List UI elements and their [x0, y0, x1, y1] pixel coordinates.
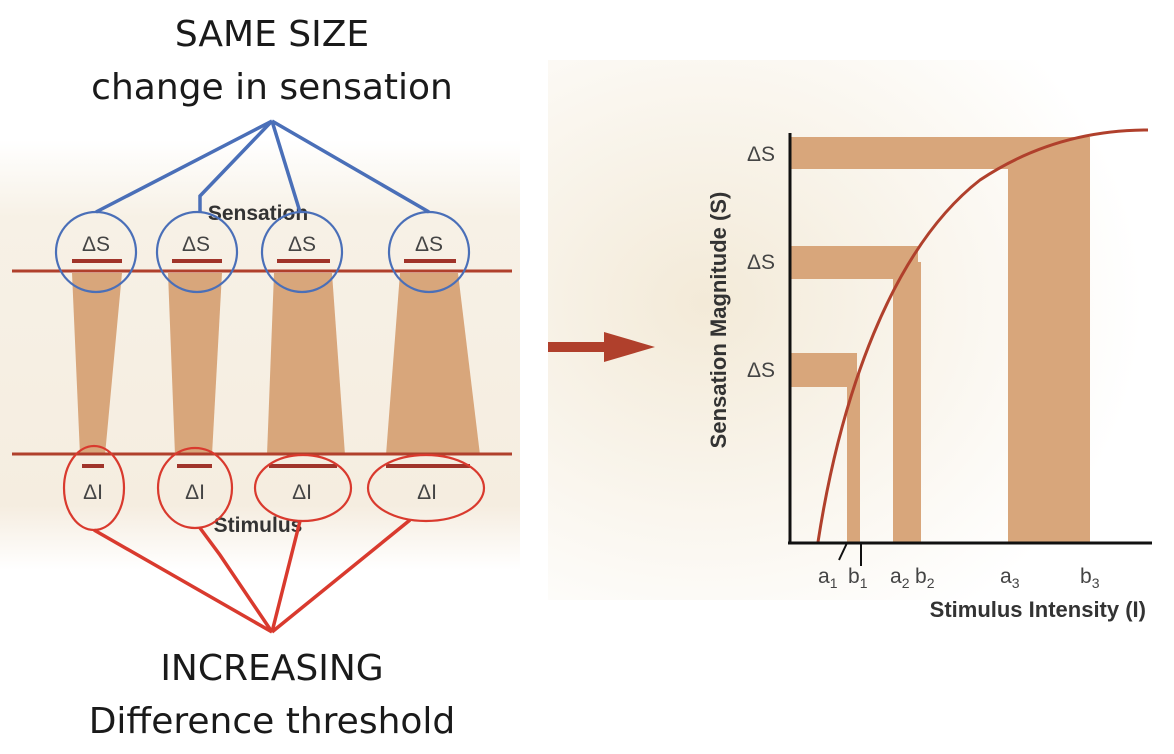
- sensation-label: Sensation: [208, 202, 308, 225]
- title-line-1: SAME SIZE: [175, 14, 369, 55]
- band-2: [168, 273, 222, 455]
- bottom-line-1: INCREASING: [160, 648, 383, 689]
- blue-connector-2: [198, 119, 274, 212]
- blue-connector-1: [95, 119, 273, 214]
- band-1: [72, 273, 122, 455]
- delta-i-label-1: ΔI: [83, 481, 103, 504]
- x-axis-title: Stimulus Intensity (I): [930, 597, 1146, 622]
- red-connectors: [93, 518, 412, 634]
- red-connector-4: [270, 518, 412, 634]
- delta-s-label-3: ΔS: [288, 233, 316, 256]
- red-connector-1: [93, 528, 273, 634]
- x-tick-b3: b3: [1080, 565, 1100, 591]
- tick-a1: [838, 542, 848, 561]
- delta-i-ellipse-2: [156, 446, 234, 530]
- right-arrow-icon: [548, 332, 655, 362]
- stimulus-label: Stimulus: [214, 514, 303, 537]
- delta-s-circle-2: [155, 210, 239, 294]
- delta-i-label-4: ΔI: [417, 481, 437, 504]
- red-connector-3: [270, 520, 302, 633]
- blue-connector-4: [271, 119, 430, 214]
- right-panel: ΔS ΔS ΔS a1 b1 a2 b2 a3 b3 Stimulus Inte…: [706, 128, 1152, 622]
- delta-s-circle-3: [260, 210, 344, 294]
- vertical-band-2: [893, 262, 921, 542]
- y-axis-title: Sensation Magnitude (S): [706, 192, 731, 449]
- blue-connector-3: [270, 120, 302, 213]
- delta-i-label-3: ΔI: [292, 481, 312, 504]
- x-tick-a2: a2: [890, 565, 910, 591]
- graph-delta-s-3: ΔS: [747, 143, 775, 166]
- stimulus-sensation-bands: [72, 273, 480, 455]
- left-panel: SAME SIZE change in sensation ΔS ΔS: [12, 14, 512, 742]
- title-line-2: change in sensation: [91, 67, 453, 108]
- graph-delta-s-2: ΔS: [747, 251, 775, 274]
- delta-s-label-4: ΔS: [415, 233, 443, 256]
- graph-delta-s-1: ΔS: [747, 359, 775, 382]
- bottom-line-2: Difference threshold: [89, 701, 456, 742]
- red-connector-2: [198, 526, 274, 633]
- x-tick-a3: a3: [1000, 565, 1020, 591]
- x-tick-b1: b1: [848, 565, 868, 591]
- vertical-band-3: [1008, 150, 1090, 542]
- x-tick-a1: a1: [818, 565, 838, 591]
- x-tick-labels: a1 b1 a2 b2 a3 b3: [818, 565, 1100, 591]
- delta-i-ellipse-3: [253, 453, 353, 523]
- blue-connectors: [95, 119, 430, 214]
- vertical-band-1: [847, 374, 860, 542]
- delta-s-label-2: ΔS: [182, 233, 210, 256]
- delta-i-label-2: ΔI: [185, 481, 205, 504]
- horizontal-band-1: [790, 353, 857, 387]
- sensation-curve: [816, 128, 1149, 543]
- band-3: [267, 273, 345, 455]
- delta-s-label-1: ΔS: [82, 233, 110, 256]
- x-tick-b2: b2: [915, 565, 935, 591]
- band-4: [386, 273, 480, 455]
- delta-i-ellipse-4: [366, 453, 486, 523]
- graph-bands: [790, 137, 1090, 542]
